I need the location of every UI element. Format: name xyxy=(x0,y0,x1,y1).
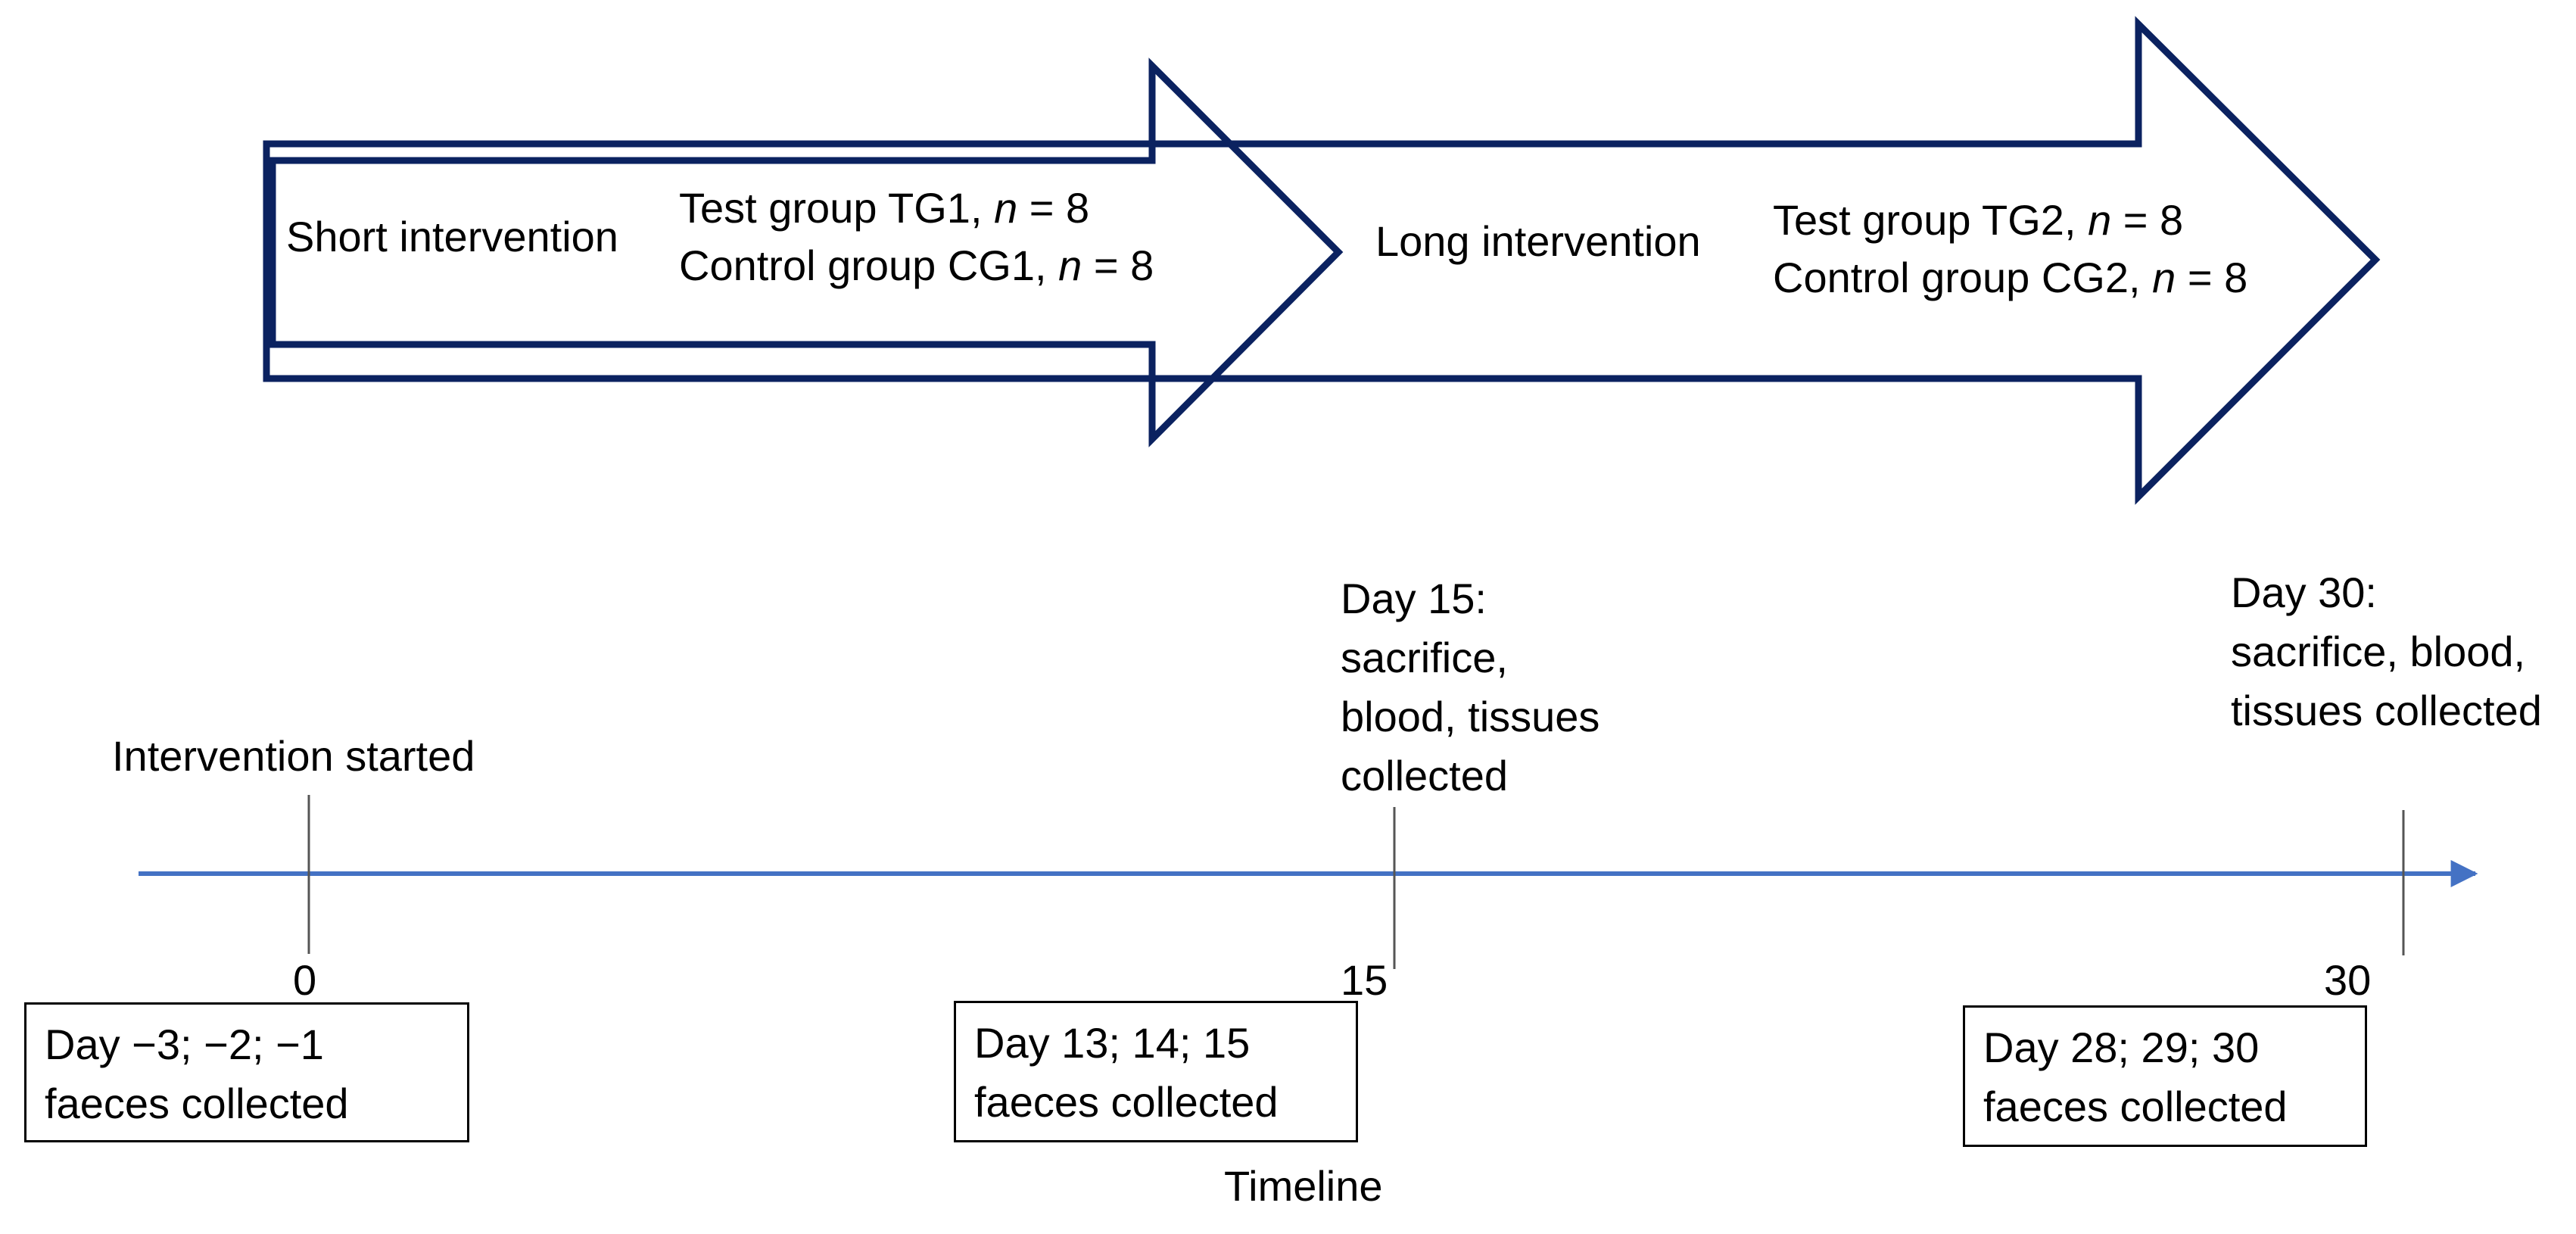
event-day-15-line: Day 15: xyxy=(1341,575,1487,622)
tick-label-0: 0 xyxy=(293,956,317,1004)
event-day-30-line: Day 30: xyxy=(2231,569,2377,616)
faeces-box-day-15: Day 13; 14; 15 faeces collected xyxy=(954,1001,1358,1142)
tick-label-30: 30 xyxy=(2324,956,2372,1004)
event-day-30-line: sacrifice, blood, xyxy=(2231,628,2526,675)
tick-label-15: 15 xyxy=(1341,956,1388,1004)
faeces-box-days: Day −3; −2; −1 xyxy=(45,1021,324,1068)
faeces-box-days: Day 13; 14; 15 xyxy=(974,1019,1251,1067)
faeces-box-text: faeces collected xyxy=(1983,1083,2288,1130)
event-day-15-line: collected xyxy=(1341,752,1509,799)
faeces-box-start: Day −3; −2; −1 faeces collected xyxy=(24,1002,469,1142)
long-control-group-label: Control group CG2, n = 8 xyxy=(1773,254,2248,301)
short-intervention-arrow xyxy=(269,58,1344,447)
short-control-group-label: Control group CG1, n = 8 xyxy=(679,242,1154,289)
event-intervention-started: Intervention started xyxy=(112,732,475,780)
short-test-group-label: Test group TG1, n = 8 xyxy=(679,184,1090,232)
long-intervention-arrow xyxy=(263,16,2381,505)
long-test-group-label: Test group TG2, n = 8 xyxy=(1773,196,2184,244)
faeces-box-text: faeces collected xyxy=(45,1080,349,1127)
short-intervention-label: Short intervention xyxy=(286,213,618,260)
faeces-box-day-30: Day 28; 29; 30 faeces collected xyxy=(1963,1005,2367,1147)
faeces-box-text: faeces collected xyxy=(974,1078,1279,1126)
event-day-15-line: blood, tissues xyxy=(1341,693,1600,740)
long-intervention-label: Long intervention xyxy=(1375,217,1701,265)
faeces-box-days: Day 28; 29; 30 xyxy=(1983,1024,2260,1071)
timeline-axis-label: Timeline xyxy=(1224,1162,1383,1210)
event-day-30-line: tissues collected xyxy=(2231,687,2542,734)
event-day-15-line: sacrifice, xyxy=(1341,634,1508,681)
